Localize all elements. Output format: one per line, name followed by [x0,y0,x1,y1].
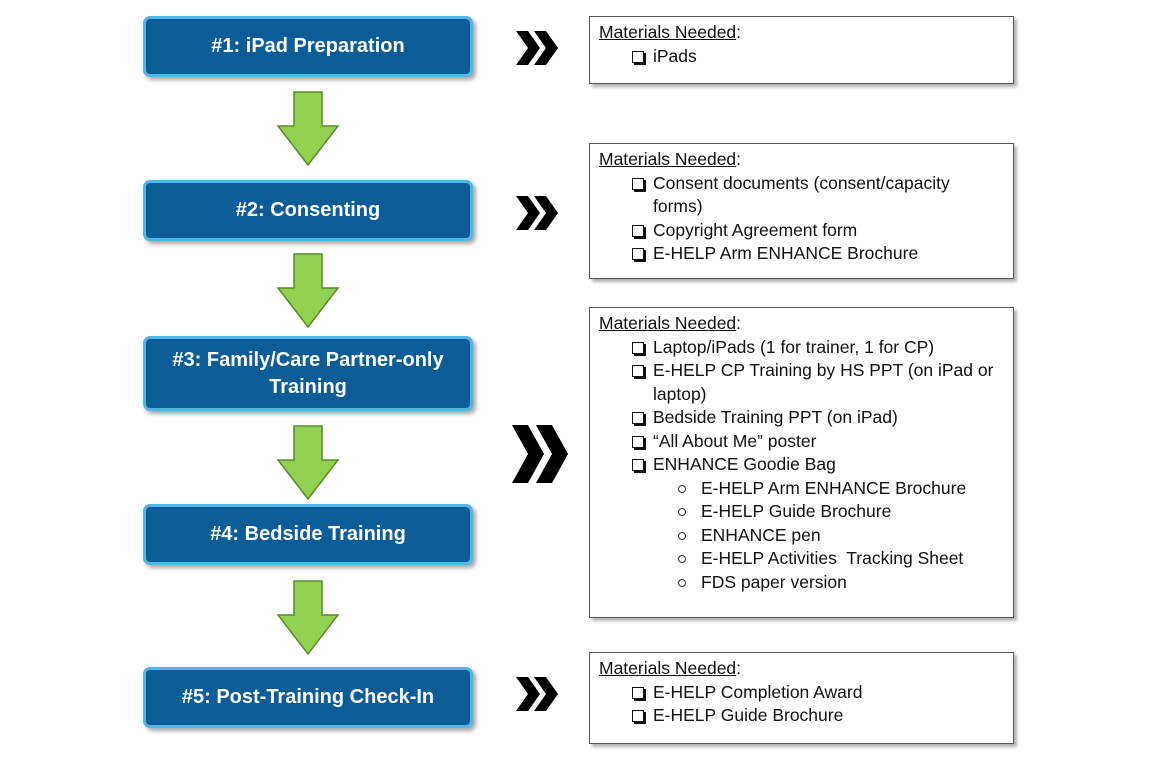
step-1-ipad-preparation: #1: iPad Preparation [143,16,473,77]
step-label: #5: Post-Training Check-In [181,686,435,708]
materials-item: Consent documents (consent/capacity form… [599,172,1004,219]
materials-title: Materials Needed [599,149,737,169]
step-4-bedside-training: #4: Bedside Training [143,504,473,565]
materials-title: Materials Needed [599,658,737,678]
materials-subitem: E-HELP Activities Tracking Sheet [599,547,1004,571]
step-label: #2: Consenting [235,199,381,221]
double-chevron-right-icon [516,677,558,711]
checkbox-icon [632,435,644,448]
materials-item: “All About Me” poster [599,430,1004,454]
materials-subitem: E-HELP Arm ENHANCE Brochure [599,477,1004,501]
materials-box-step-3-4: Materials Needed: Laptop/iPads (1 for tr… [589,307,1014,618]
double-chevron-right-icon [516,31,558,65]
materials-subitem: FDS paper version [599,571,1004,595]
materials-item: Laptop/iPads (1 for trainer, 1 for CP) [599,336,1004,360]
double-chevron-right-icon [516,196,558,230]
circle-bullet-icon [678,508,686,516]
down-arrow-icon [276,425,340,501]
down-arrow-icon [276,91,340,167]
checkbox-icon [632,710,644,722]
materials-item: E-HELP CP Training by HS PPT (on iPad or… [599,359,1004,406]
step-label: #1: iPad Preparation [211,35,405,57]
step-3-family-care-partner-training: #3: Family/Care Partner-only Training [143,336,473,411]
checkbox-icon [632,177,644,190]
step-label: #4: Bedside Training [210,523,406,545]
circle-bullet-icon [678,531,686,540]
checkbox-icon [632,341,644,354]
step-label: #3: Family/Care Partner-only Training [172,348,444,398]
materials-box-step-2: Materials Needed: Consent documents (con… [589,143,1014,279]
circle-bullet-icon [678,484,686,493]
materials-title: Materials Needed [599,313,737,333]
down-arrow-icon [276,253,340,329]
checkbox-icon [632,365,644,377]
step-5-post-training-check-in: #5: Post-Training Check-In [143,667,473,728]
materials-item: Bedside Training PPT (on iPad) [599,406,1004,430]
checkbox-icon [632,224,644,237]
circle-bullet-icon [678,578,686,587]
materials-item: E-HELP Guide Brochure [599,704,1004,728]
materials-item: Copyright Agreement form [599,219,1004,243]
materials-title: Materials Needed [599,22,737,42]
materials-item: E-HELP Completion Award [599,681,1004,705]
circle-bullet-icon [678,555,686,563]
materials-box-step-1: Materials Needed: iPads [589,16,1014,84]
step-2-consenting: #2: Consenting [143,180,473,241]
checkbox-icon [632,412,644,424]
materials-item: iPads [599,45,1004,69]
materials-item: ENHANCE Goodie Bag [599,453,1004,477]
double-chevron-right-icon [512,425,568,483]
materials-box-step-5: Materials Needed: E-HELP Completion Awar… [589,652,1014,744]
down-arrow-icon [276,580,340,656]
materials-subitem: E-HELP Guide Brochure [599,500,1004,524]
checkbox-icon [632,248,644,260]
checkbox-icon [632,459,644,471]
checkbox-icon [632,686,644,699]
checkbox-icon [632,50,644,63]
materials-subitem: ENHANCE pen [599,524,1004,548]
materials-item: E-HELP Arm ENHANCE Brochure [599,242,1004,266]
